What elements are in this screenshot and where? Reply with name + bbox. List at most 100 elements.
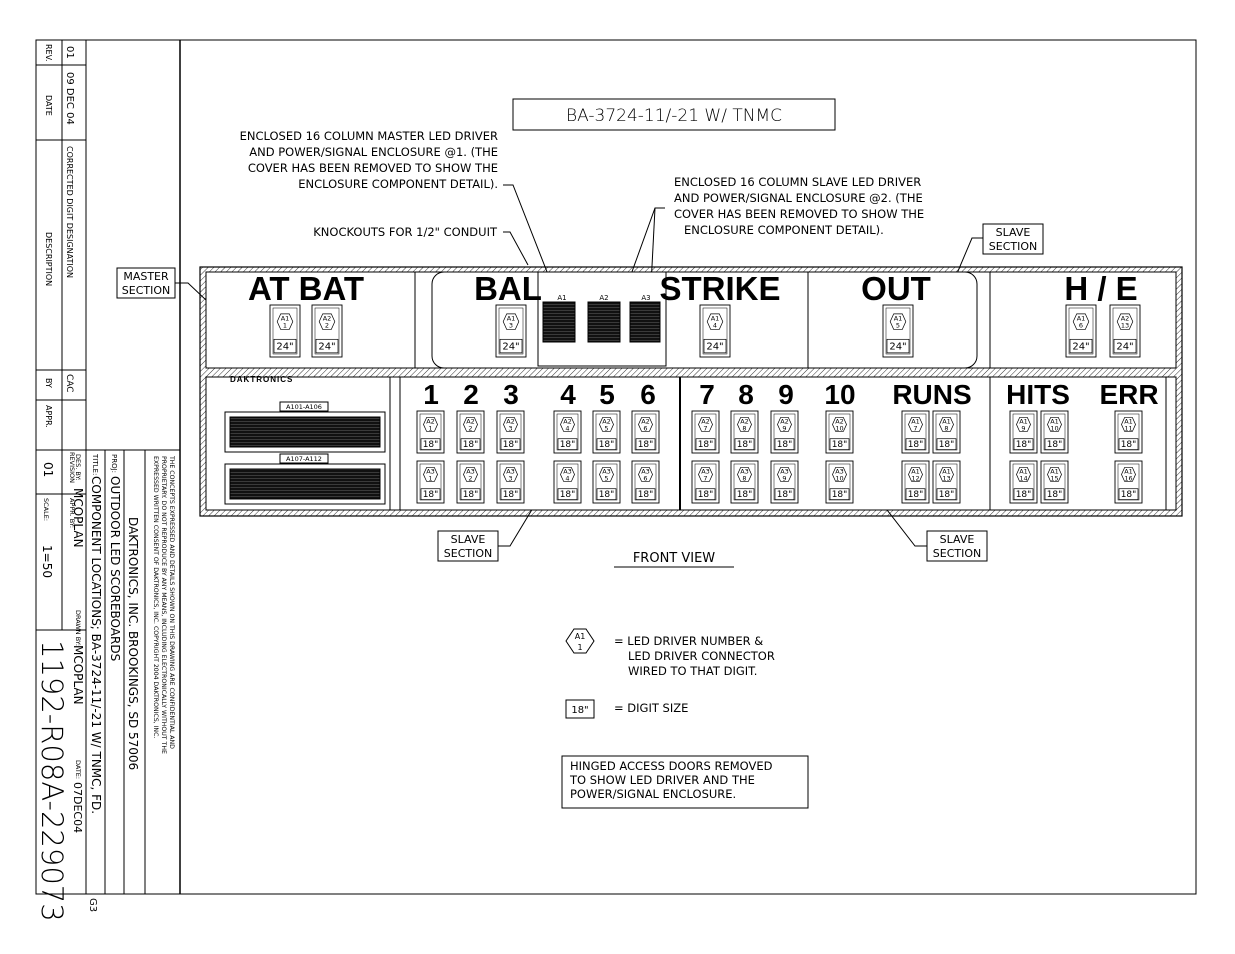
driver-number: A1 (711, 315, 720, 323)
master-enclosure-note: ENCLOSED 16 COLUMN MASTER LED DRIVER AND… (240, 129, 498, 191)
driver-number: A1 (1124, 417, 1133, 425)
sheet-border (35, 39, 1197, 895)
driver-number: A2 (426, 417, 435, 425)
drawn-label: DRAWN BY: (74, 610, 82, 646)
connector-number: 10 (835, 424, 843, 432)
confidential-line-2: PROPRIETARY. DO NOT REPRODUCE BY ANY MEA… (160, 456, 167, 754)
connector-number: 1 (283, 322, 287, 330)
digit-size: 18" (1047, 490, 1063, 500)
driver-legend-2: LED DRIVER CONNECTOR (628, 649, 775, 663)
svg-text:ENCLOSURE COMPONENT DETAIL).: ENCLOSURE COMPONENT DETAIL). (298, 177, 498, 191)
appr-label: APPR. BY: (68, 498, 76, 528)
connector-number: 5 (604, 424, 608, 432)
driver-number: A1 (894, 315, 903, 323)
digit-size: 24" (706, 342, 723, 353)
scale-label: SCALE: (42, 498, 50, 521)
digit-size: 18" (737, 490, 753, 500)
label-err: ERR (1099, 379, 1158, 410)
size-symbol-box (565, 699, 595, 719)
digit-size: 18" (832, 440, 848, 450)
driver-number: A3 (701, 467, 710, 475)
driver-number: A2 (563, 417, 572, 425)
svg-text:ENCLOSED 16 COLUMN SLAVE LED D: ENCLOSED 16 COLUMN SLAVE LED DRIVER (674, 175, 921, 189)
driver-panel-top-label: A101-A106 (286, 403, 322, 411)
connector-number: 3 (509, 322, 513, 330)
digit-size: 18" (1121, 490, 1137, 500)
digit-size: 24" (276, 342, 293, 353)
hinged-doors-line-2: TO SHOW LED DRIVER AND THE (569, 773, 755, 787)
label-strike: STRIKE (659, 270, 780, 307)
connector-number: 3 (508, 474, 512, 482)
svg-text:AND POWER/SIGNAL ENCLOSURE @1.: AND POWER/SIGNAL ENCLOSURE @1. (THE (249, 145, 498, 159)
driver-number: A1 (1050, 417, 1059, 425)
connector-number: 11 (1124, 424, 1132, 432)
connector-number: 6 (1079, 322, 1083, 330)
slave-section-left-1: SLAVE (451, 533, 486, 546)
digit-size: 18" (503, 440, 519, 450)
driver-number: A3 (466, 467, 475, 475)
connector-number: 9 (782, 424, 786, 432)
svg-text:COVER HAS BEEN REMOVED TO SHOW: COVER HAS BEEN REMOVED TO SHOW THE (674, 207, 924, 221)
slave-section-top-2: SECTION (989, 240, 1037, 253)
driver-number: A1 (911, 417, 920, 425)
digit-modules: A1124"A2224"A1324"A1424"A1524"A1624"A213… (269, 304, 1143, 504)
digit-size: 18" (939, 440, 955, 450)
label-inning-9: 9 (778, 379, 794, 410)
title-box-text: BA-3724-11/-21 W/ TNMC (566, 106, 782, 126)
driver-symbol-top: A1 (575, 632, 586, 641)
slave-section-right-2: SECTION (933, 547, 981, 560)
confidential-line-3: EXPRESSED WRITTEN CONSENT OF DAKTRONICS,… (152, 456, 159, 738)
connector-number: 5 (896, 322, 900, 330)
title-label: TITLE: (91, 453, 99, 475)
label-at-bat: AT BAT (248, 270, 364, 307)
slave-enclosure-note: ENCLOSED 16 COLUMN SLAVE LED DRIVER AND … (674, 175, 924, 237)
digit-size: 18" (908, 440, 924, 450)
master-section-label-1: MASTER (123, 270, 169, 283)
label-inning-6: 6 (640, 379, 656, 410)
digit-module-lower-row2: A32 18" (456, 460, 485, 504)
connector-number: 1 (428, 474, 432, 482)
digit-size: 24" (1072, 342, 1089, 353)
knockouts-leader (503, 231, 529, 266)
digit-size: 18" (832, 490, 848, 500)
driver-number: A2 (323, 315, 332, 323)
rev-header: REV. (44, 44, 53, 62)
driver-legend-1: = LED DRIVER NUMBER & (614, 634, 763, 648)
digit-size: 24" (1116, 342, 1133, 353)
driver-number: A2 (740, 417, 749, 425)
enclosure-components (542, 301, 661, 343)
size-legend: = DIGIT SIZE (614, 701, 688, 715)
driver-number: A1 (1019, 467, 1028, 475)
digit-size: 18" (463, 440, 479, 450)
master-section-label-2: SECTION (122, 284, 170, 297)
connector-number: 13 (942, 474, 950, 482)
driver-number: A1 (1077, 315, 1086, 323)
connector-number: 2 (468, 474, 472, 482)
connector-number: 5 (604, 474, 608, 482)
digit-size: 18" (463, 490, 479, 500)
digit-module-upper: A16 24" (1065, 304, 1097, 358)
driver-number: A2 (466, 417, 475, 425)
svg-text:ENCLOSURE COMPONENT DETAIL).: ENCLOSURE COMPONENT DETAIL). (684, 223, 884, 237)
date-value-tb: 07DEC04 (71, 782, 84, 833)
slave-section-left-2: SECTION (444, 547, 492, 560)
driver-number: A3 (641, 467, 650, 475)
appr-header: APPR. (44, 405, 53, 428)
enclosure-a2-label: A2 (599, 294, 608, 302)
digit-size: 24" (502, 342, 519, 353)
des-label: DES. BY: (74, 454, 82, 481)
by-value: CAC (64, 374, 74, 393)
